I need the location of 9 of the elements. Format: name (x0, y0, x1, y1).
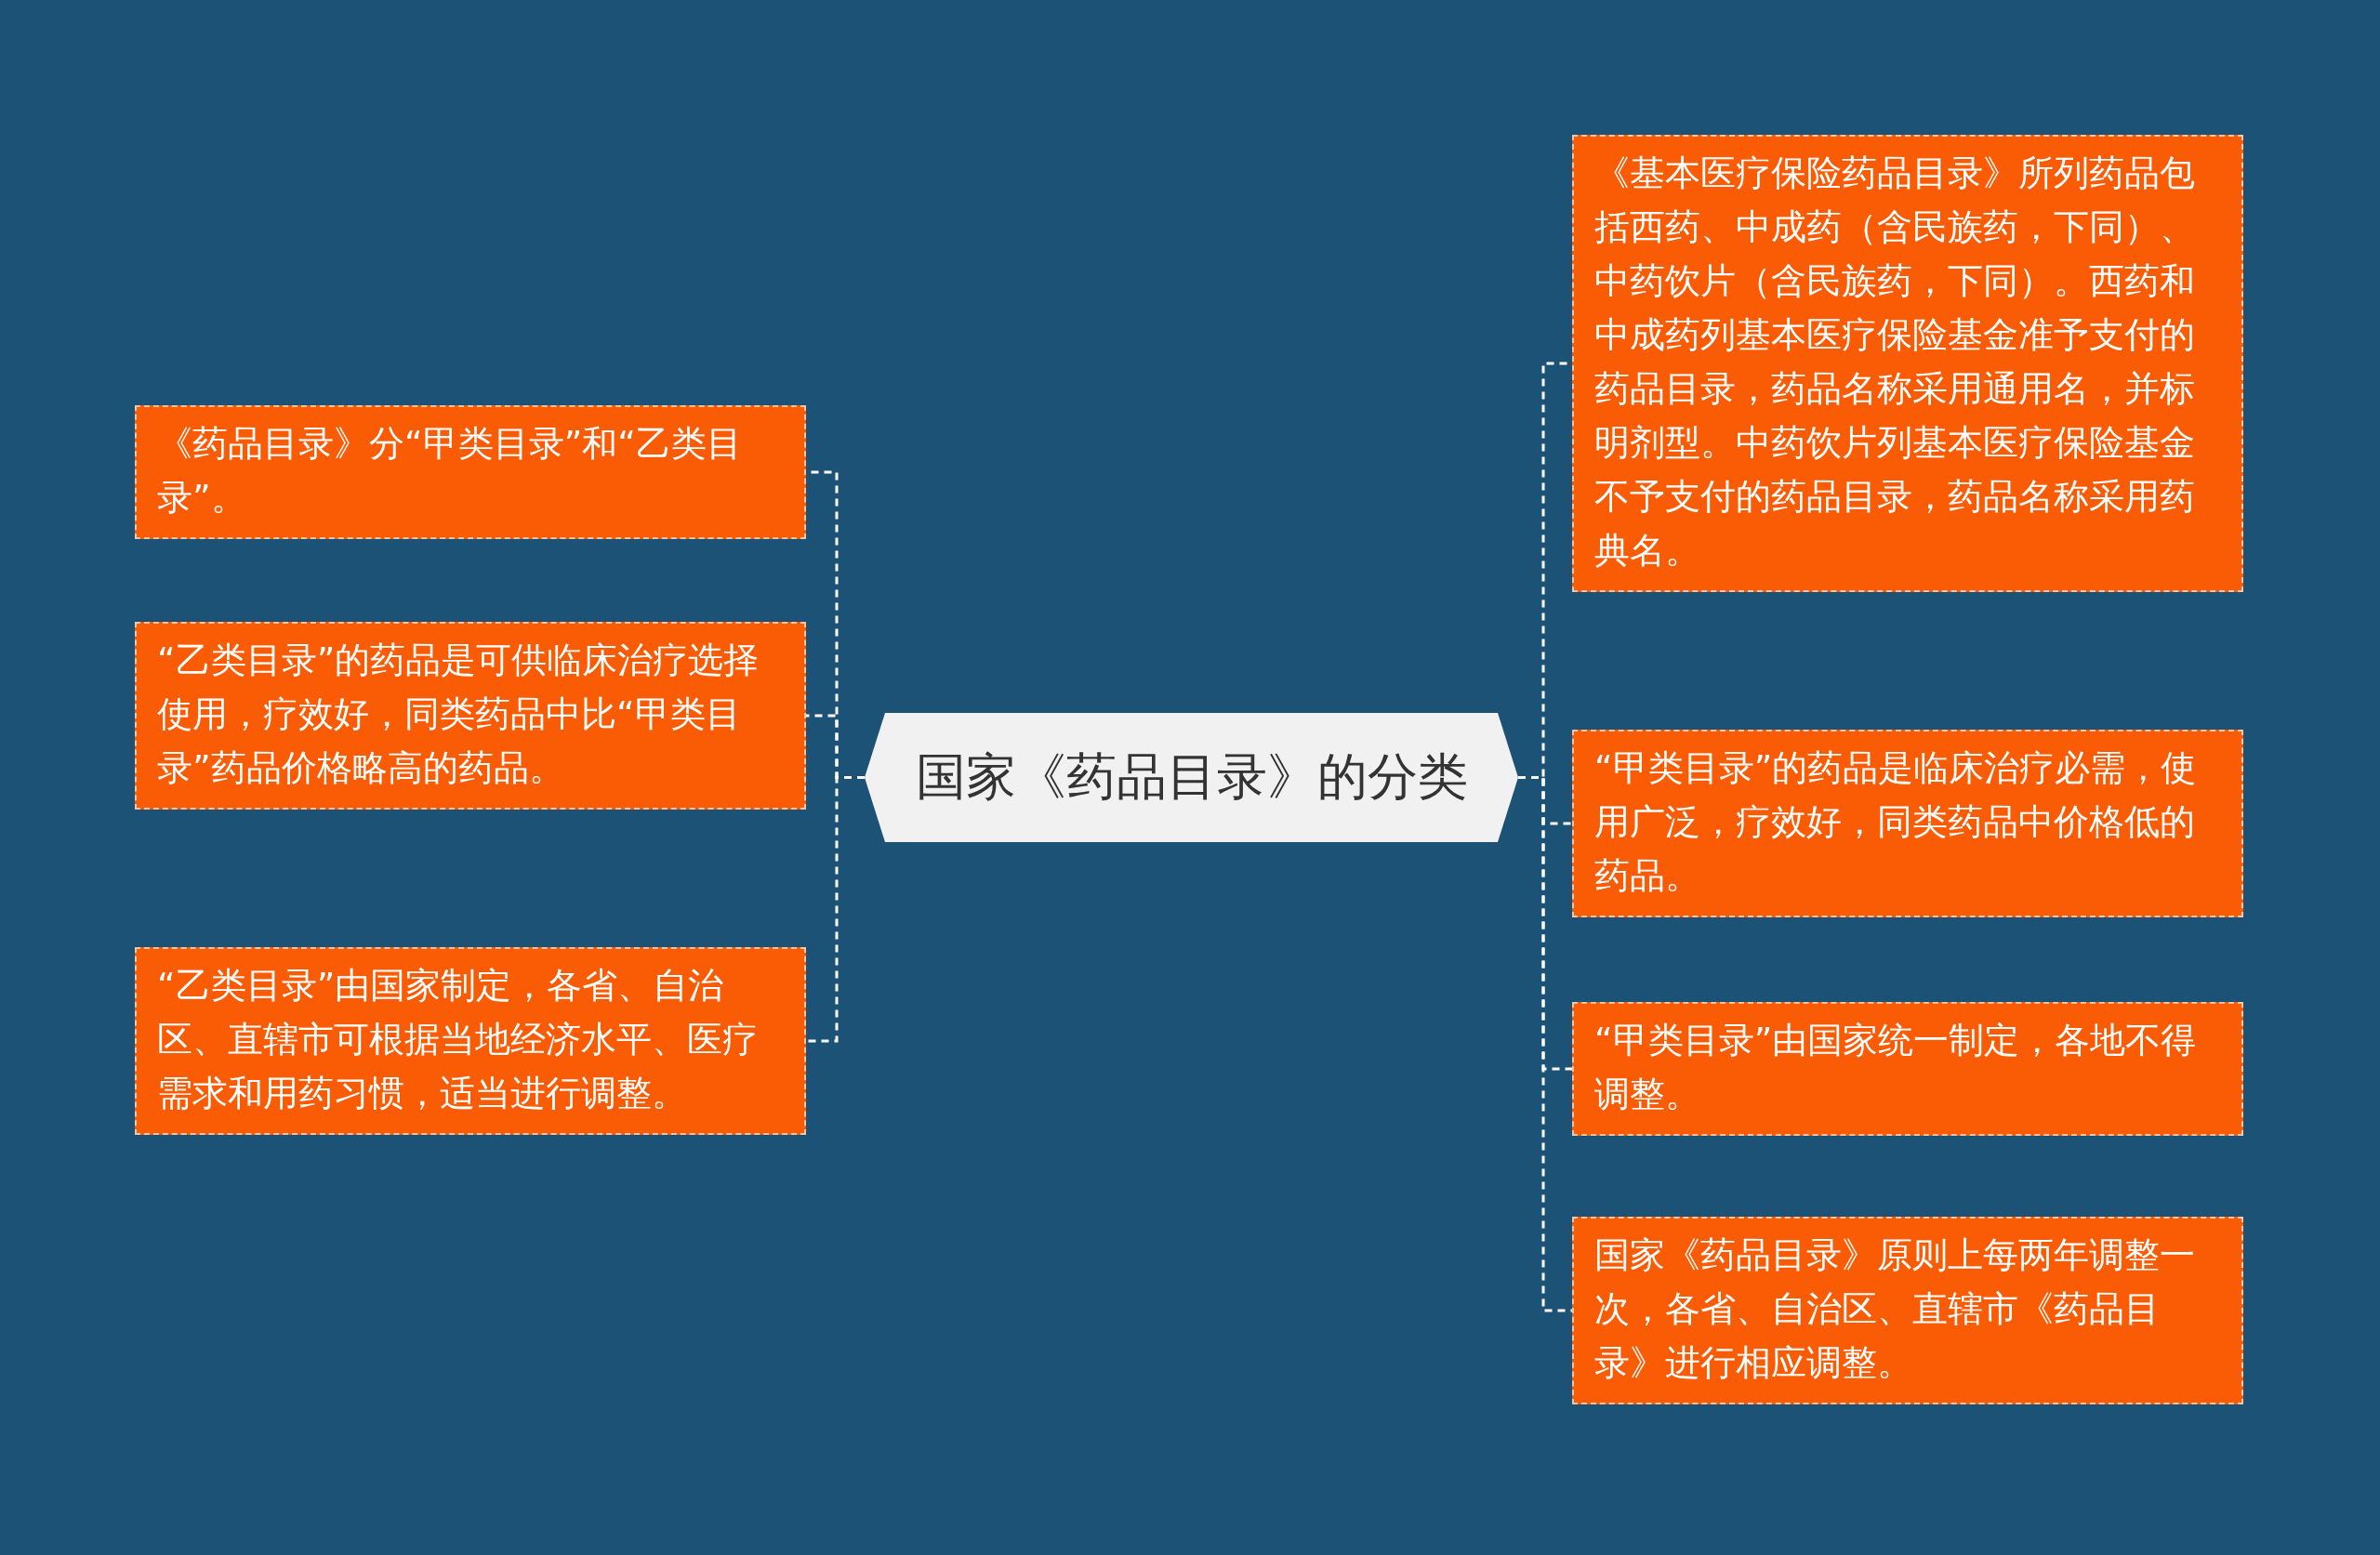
connector-line (806, 776, 865, 1043)
note-box: “甲类目录”由国家统一制定，各地不得调整。 (1572, 1002, 2243, 1136)
note-box: 《基本医疗保险药品目录》所列药品包括西药、中成药（含民族药，下同）、中药饮片（含民族药，下同）。西药和中成药列基本医疗保险基金准予支付的药品目录，药品名称采用通用名，并标明剂型。中药饮片列基本医疗保险基金不予支付的药品目录，药品名称采用药典名。 (1572, 135, 2243, 592)
note-box: “甲类目录”的药品是临床治疗必需，使用广泛，疗效好，同类药品中价格低的药品。 (1572, 730, 2243, 917)
note-box: 国家《药品目录》原则上每两年调整一次，各省、自治区、直辖市《药品目录》进行相应调整。 (1572, 1217, 2243, 1404)
note-box: “乙类目录”由国家制定，各省、自治区、直辖市可根据当地经济水平、医疗需求和用药习惯，适当进行调整。 (135, 947, 806, 1135)
note-box: “乙类目录”的药品是可供临床治疗选择使用，疗效好，同类药品中比“甲类目录”药品价格略高的药品。 (135, 622, 806, 810)
note-box: 《药品目录》分“甲类目录”和“乙类目录”。 (135, 405, 806, 539)
topic-title: 国家《药品目录》的分类 (915, 746, 1468, 808)
